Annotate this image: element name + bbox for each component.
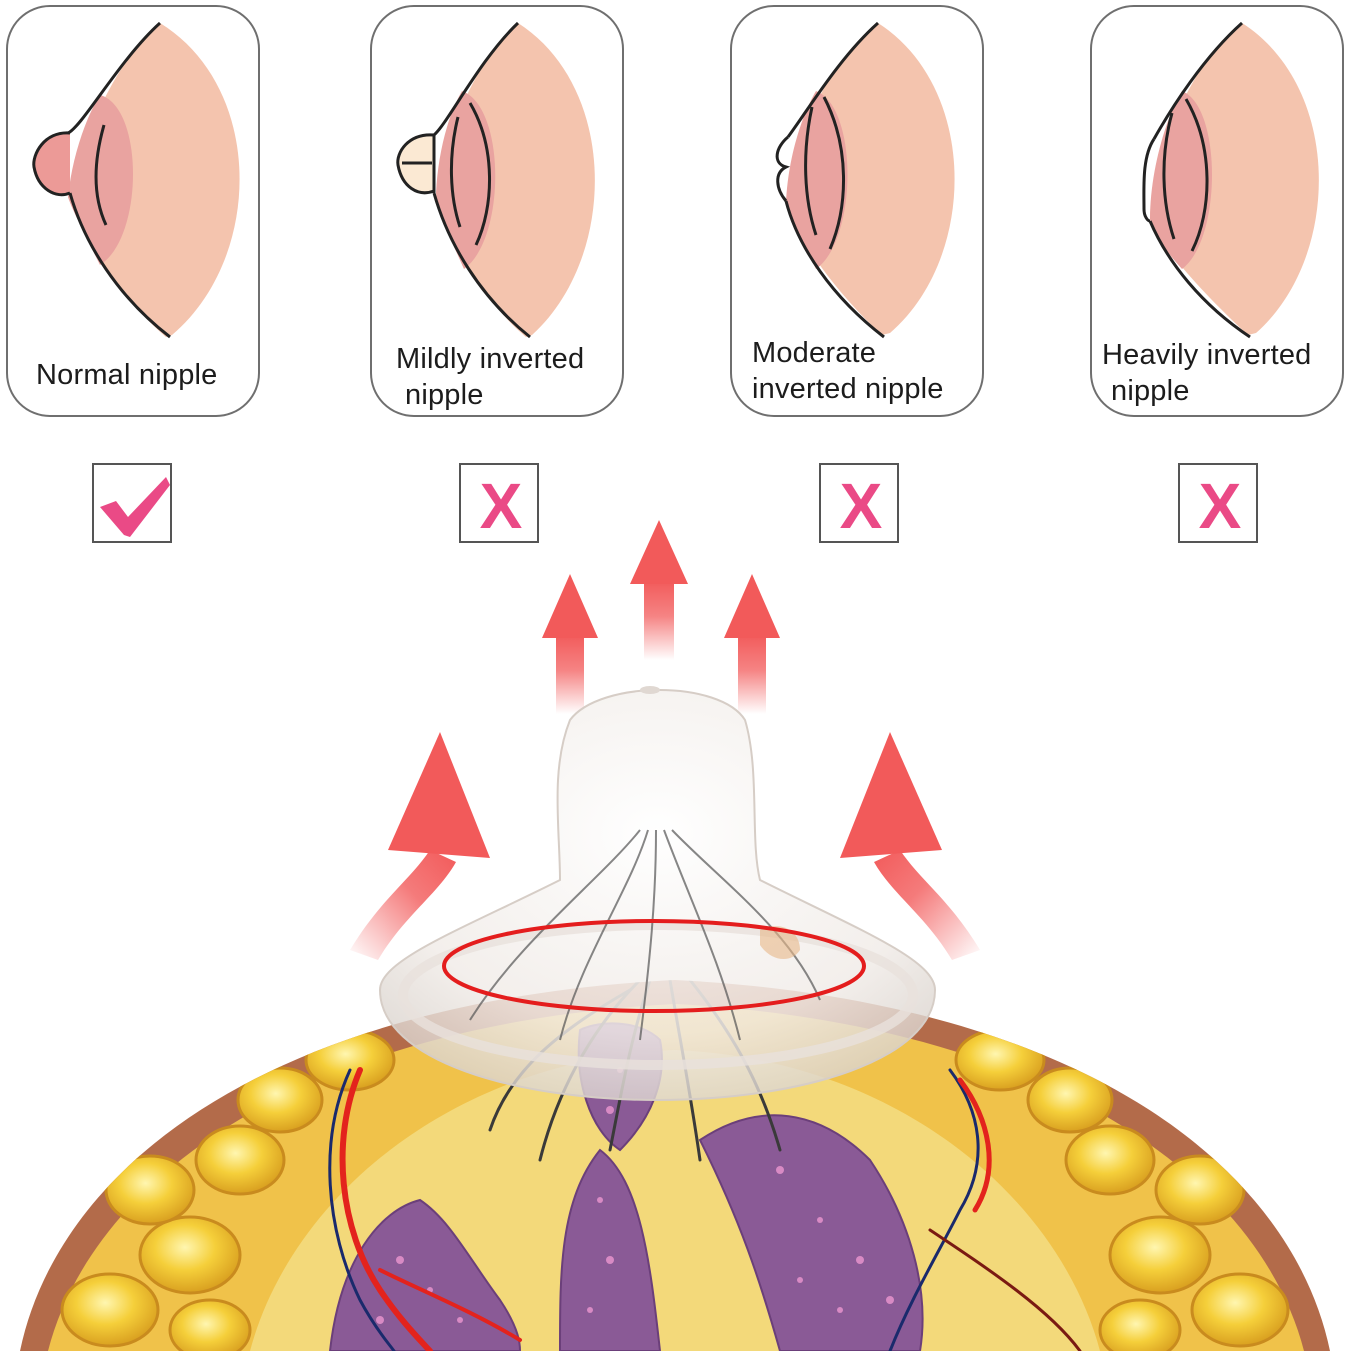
fat-lobules	[60, 1028, 1290, 1351]
card-normal-nipple: Normal nipple	[6, 5, 260, 417]
label-line: Heavily inverted	[1102, 339, 1312, 371]
up-arrow-icon	[630, 520, 688, 660]
blood-vessels	[328, 1067, 1082, 1351]
verdict-box-moderate: X	[819, 463, 899, 543]
nipple-shield	[378, 686, 937, 1102]
x-glyph: X	[840, 470, 883, 542]
verdict-box-normal	[92, 463, 172, 543]
check-icon	[100, 477, 170, 537]
x-glyph: X	[480, 470, 523, 542]
label-mildly-inverted-nipple: Mildly inverted nipple	[396, 341, 622, 413]
card-heavily-inverted-nipple: Heavily inverted nipple	[1090, 5, 1344, 417]
label-line: Normal nipple	[36, 359, 218, 391]
label-line: nipple	[1111, 375, 1190, 407]
label-heavily-inverted-nipple: Heavily inverted nipple	[1102, 337, 1342, 409]
label-normal-nipple: Normal nipple	[36, 357, 258, 393]
label-line: Moderate	[752, 337, 877, 369]
moderate-inverted-illustration	[775, 21, 955, 339]
red-suction-ring	[442, 919, 866, 1013]
card-mildly-inverted-nipple: Mildly inverted nipple	[370, 5, 624, 417]
mildly-inverted-illustration	[396, 21, 595, 339]
x-icon: X	[1199, 470, 1242, 542]
x-glyph: X	[1199, 470, 1242, 542]
up-arrow-icon	[724, 574, 780, 714]
heavily-inverted-illustration	[1142, 21, 1319, 339]
x-icon: X	[480, 470, 523, 542]
up-arrow-icon	[542, 574, 598, 714]
up-arrow-icon	[350, 732, 490, 960]
label-line: nipple	[405, 379, 484, 411]
label-line: inverted nipple	[752, 373, 944, 405]
up-arrow-icon	[840, 732, 980, 960]
label-line: Mildly inverted	[396, 343, 585, 375]
label-moderate-inverted-nipple: Moderate inverted nipple	[752, 335, 982, 407]
normal-nipple-illustration	[32, 21, 240, 339]
verdict-box-heavily: X	[1178, 463, 1258, 543]
x-icon: X	[840, 470, 883, 542]
verdict-box-mildly: X	[459, 463, 539, 543]
card-moderate-inverted-nipple: Moderate inverted nipple	[730, 5, 984, 417]
